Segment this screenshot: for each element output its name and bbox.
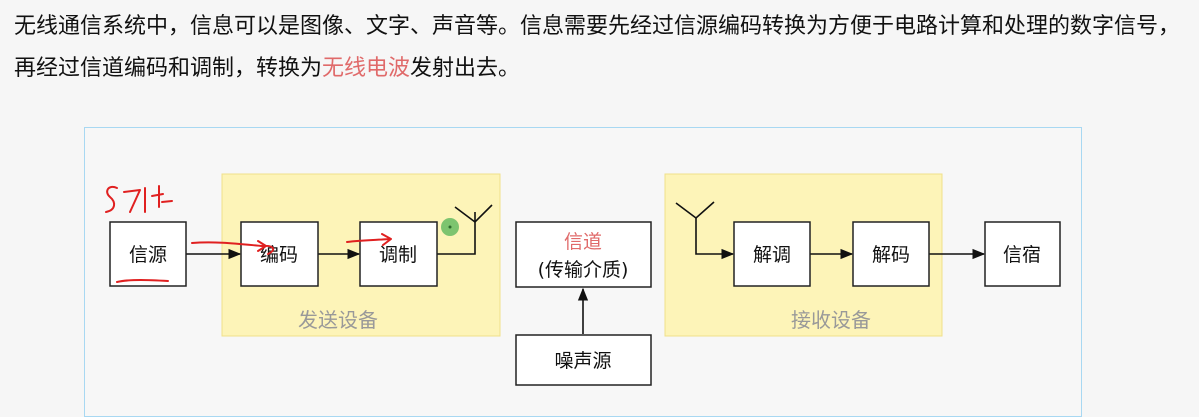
handwritten-arrow-mark [346,233,392,246]
channel-title: 信道 [564,231,602,253]
transmit-antenna-icon [454,204,493,224]
receive-antenna-icon [675,201,715,220]
communication-system-diagram: 发送设备 接收设备 信源 编码 调制 信道 (传输介质) 噪声源 解调 解码 信… [105,173,1061,386]
paragraph-highlight: 无线电波 [322,56,411,81]
handwritten-underline-mark [116,279,169,283]
sink-block [984,221,1061,287]
noise-block [515,334,652,386]
paragraph-text-before: 无线通信系统中，信息可以是图像、文字、声音等。信息需要先经过信源编码转换为方便于… [14,14,1181,81]
wire-antenna-to-demodulate [695,218,735,260]
decode-label: 解码 [872,244,910,266]
decode-block [852,221,930,287]
modulate-block [359,221,438,287]
handwritten-scribble-mark [105,186,118,213]
receiver-group-label: 接收设备 [791,308,871,332]
demodulate-block [733,221,811,287]
handwritten-scribble-mark [123,189,141,213]
wire-modulate-to-antenna [437,212,476,255]
demodulate-label: 解调 [753,244,791,266]
modulate-label: 调制 [379,244,417,266]
intro-paragraph: 无线通信系统中，信息可以是图像、文字、声音等。信息需要先经过信源编码转换为方便于… [14,6,1194,90]
source-label: 信源 [129,244,167,266]
encode-block [240,221,319,287]
paragraph-text-after: 发射出去。 [410,56,521,81]
channel-subtitle: (传输介质) [538,259,629,281]
encode-label: 编码 [260,244,298,266]
cursor-marker-dot [448,225,452,229]
channel-block [515,221,652,288]
sink-label: 信宿 [1003,244,1041,266]
handwritten-scribble-mark [151,185,173,208]
transmitter-group-label: 发送设备 [298,308,378,332]
source-block [109,221,187,287]
handwritten-arrow-mark [191,240,275,255]
noise-label: 噪声源 [554,350,611,372]
